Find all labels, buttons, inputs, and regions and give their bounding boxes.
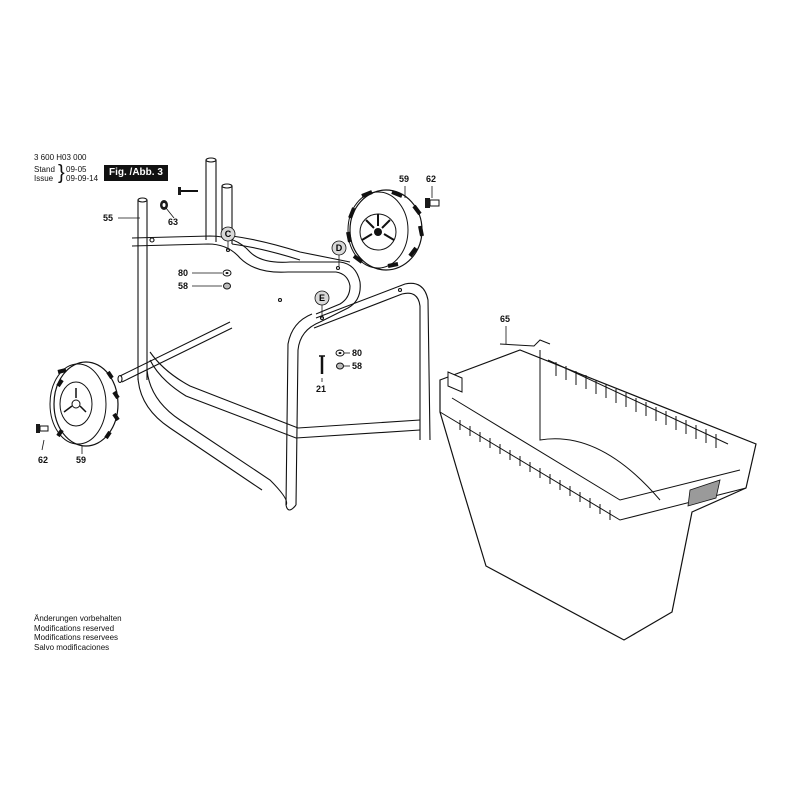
issue-label: Issue [34,174,54,183]
bracket-brace: } [58,162,65,184]
part-number-59-b: 59 [76,455,86,465]
part-number-59-a: 59 [399,174,409,184]
part-number-63: 63 [168,217,178,227]
svg-text:D: D [336,243,343,253]
part-number-58-a: 58 [178,281,188,291]
part-number-21: 21 [316,384,326,394]
part-number-80-a: 80 [178,268,188,278]
washer-part-80-a [222,269,232,277]
svg-text:C: C [225,229,232,239]
note-es: Salvo modificaciones [34,642,110,652]
callout-d: D [331,240,347,256]
figure-label: Fig. /Abb. 3 [104,165,168,181]
document-number: 3 600 H03 000 [34,153,87,162]
wheel-left-part-59 [49,361,120,447]
callout-e: E [314,290,330,306]
modification-notes: Änderungen vorbehalten Modifications res… [34,614,122,652]
nut-part-58-b [336,362,344,370]
nut-part-58-a [223,282,231,290]
wheel-right-part-59 [346,189,424,271]
screw-part-62-right [425,198,440,208]
bolt-part-63 [178,187,198,195]
collection-box-part-65 [439,339,757,641]
part-number-80-b: 80 [352,348,362,358]
note-fr: Modifications reservees [34,633,119,642]
issue-date: 09-09-14 [66,174,99,183]
note-en: Modifications reserved [34,623,115,633]
part-number-62-b: 62 [38,455,48,465]
part-number-65: 65 [500,314,510,324]
knob-part-63 [160,200,168,210]
callout-c: C [220,226,236,242]
screw-part-21 [319,355,325,374]
stand-date: 09-05 [66,165,87,174]
screw-part-62-left [36,424,49,433]
part-number-58-b: 58 [352,361,362,371]
part-number-55: 55 [103,213,113,223]
note-de: Änderungen vorbehalten [34,614,122,623]
part-number-62-a: 62 [426,174,436,184]
stand-label: Stand [34,165,55,174]
washer-part-80-b [335,349,345,357]
svg-text:E: E [319,293,325,303]
